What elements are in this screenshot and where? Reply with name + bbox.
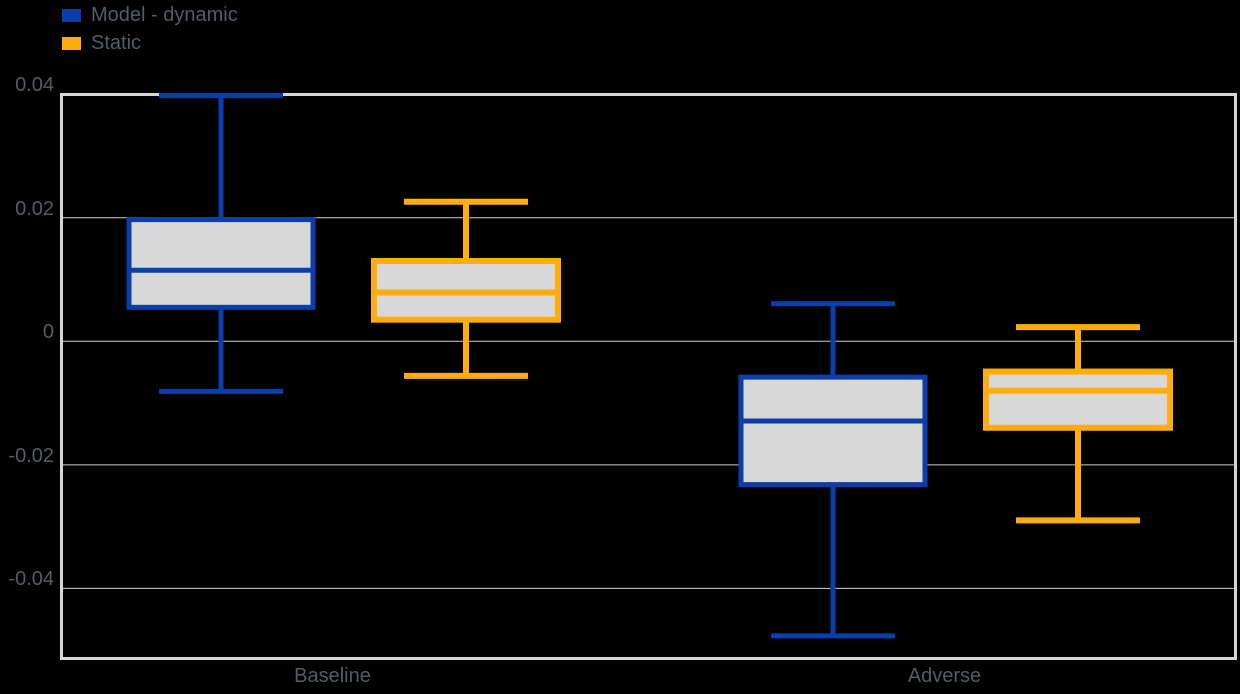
- y-tick-label: -0.02: [8, 444, 54, 467]
- legend-item-static: Static: [62, 29, 238, 57]
- y-tick-label: 0.02: [15, 197, 54, 220]
- box-model-dynamic-adverse: [738, 374, 928, 488]
- legend-item-model-dynamic: Model - dynamic: [62, 1, 238, 29]
- x-category-label-baseline: Baseline: [294, 665, 371, 687]
- plot-border: [60, 93, 1237, 660]
- box-static-adverse: [983, 368, 1173, 431]
- box-model-dynamic-baseline: [126, 217, 316, 310]
- legend: Model - dynamic Static: [62, 1, 238, 57]
- legend-label-static: Static: [91, 32, 142, 54]
- legend-swatch-icon: [62, 8, 81, 22]
- y-tick-label: 0.04: [15, 74, 54, 97]
- legend-label-model-dynamic: Model - dynamic: [91, 4, 238, 26]
- y-tick-label: 0: [42, 321, 54, 344]
- y-tick-label: -0.04: [8, 568, 54, 591]
- x-category-label-adverse: Adverse: [907, 665, 982, 687]
- legend-swatch-icon: [62, 36, 81, 50]
